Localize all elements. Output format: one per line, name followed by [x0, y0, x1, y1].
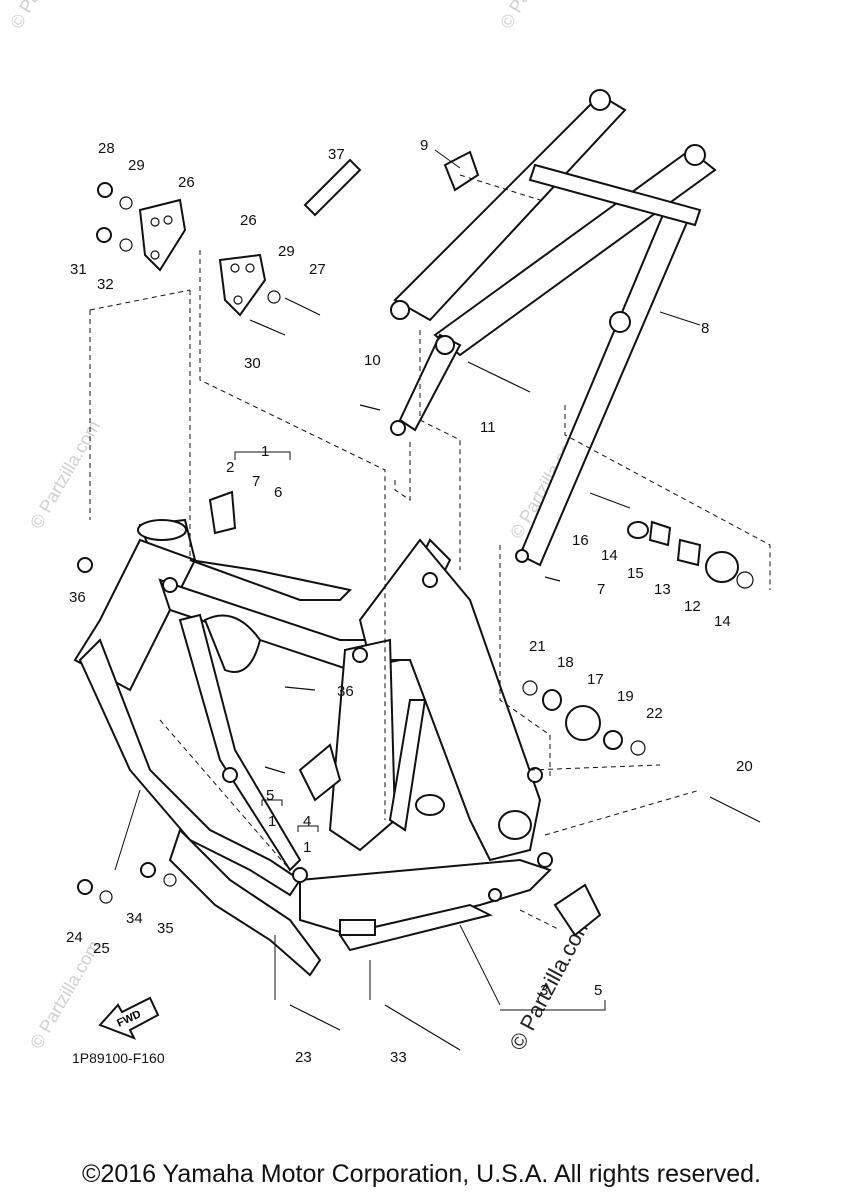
callout-label: 26 — [240, 212, 257, 229]
callout-label: 36 — [337, 683, 354, 700]
watermark-text: © Partzilla.com — [496, 0, 574, 32]
callout-label: 37 — [328, 146, 345, 163]
callout-label: 10 — [364, 352, 381, 369]
callout-label: 29 — [128, 157, 145, 174]
callout-label: 1 — [261, 443, 269, 460]
callout-label: 19 — [617, 688, 634, 705]
callout-label: 35 — [157, 920, 174, 937]
fwd-arrow-icon: FWD — [98, 996, 160, 1040]
callout-label: 17 — [587, 671, 604, 688]
rear-subframe — [390, 89, 717, 567]
frame-exploded-diagram: © Partzilla.com © Partzilla.com © Partzi… — [6, 0, 771, 1066]
callout-label: 32 — [97, 276, 114, 293]
callout-label: 30 — [244, 355, 261, 372]
callout-label: 11 — [480, 419, 496, 436]
callout-numbers: 1 2 7 6 28 29 26 31 32 26 29 27 30 37 9 … — [66, 137, 753, 1066]
callout-label: 27 — [309, 261, 326, 278]
callout-label: 36 — [69, 589, 86, 606]
callout-label: 13 — [654, 581, 671, 598]
callout-label: 7 — [597, 581, 605, 598]
callout-label: 6 — [274, 484, 282, 501]
callout-label: 26 — [178, 174, 195, 191]
callout-label: 5 — [266, 787, 274, 804]
group-brackets — [114, 149, 701, 1011]
callout-label: 33 — [390, 1049, 407, 1066]
callout-label: 2 — [226, 459, 234, 476]
callout-label: 20 — [736, 758, 753, 775]
callout-label: 1 — [268, 813, 276, 830]
callout-label: 5 — [594, 982, 602, 999]
callout-label: 8 — [701, 320, 709, 337]
watermark-text: © Partzilla.com — [26, 417, 104, 532]
brackets-and-fasteners — [77, 150, 761, 1051]
alignment-lines — [89, 174, 771, 931]
callout-label: 9 — [420, 137, 428, 154]
callout-label: 22 — [646, 705, 663, 722]
copyright-footer: ©2016 Yamaha Motor Corporation, U.S.A. A… — [82, 1160, 761, 1188]
diagram-code: 1P89100-F160 — [72, 1050, 165, 1066]
callout-label: 14 — [714, 613, 731, 630]
callout-label: 15 — [627, 565, 644, 582]
main-frame — [73, 518, 553, 977]
callout-label: 3 — [540, 982, 548, 999]
callout-label: 34 — [126, 910, 143, 927]
callout-label: 18 — [557, 654, 574, 671]
callout-label: 25 — [93, 940, 110, 957]
callout-label: 23 — [295, 1049, 312, 1066]
callout-label: 1 — [303, 839, 311, 856]
callout-label: 7 — [252, 473, 260, 490]
callout-label: 21 — [529, 638, 546, 655]
callout-label: 14 — [601, 547, 618, 564]
callout-label: 29 — [278, 243, 295, 260]
callout-label: 4 — [303, 813, 311, 830]
callout-label: 24 — [66, 929, 83, 946]
callout-label: 31 — [70, 261, 87, 278]
watermark-text: © Partzilla.com — [504, 912, 596, 1055]
callout-label: 16 — [572, 532, 589, 549]
callout-label: 12 — [684, 598, 701, 615]
callout-label: 28 — [98, 140, 115, 157]
watermark-text: © Partzilla.com — [6, 0, 84, 32]
